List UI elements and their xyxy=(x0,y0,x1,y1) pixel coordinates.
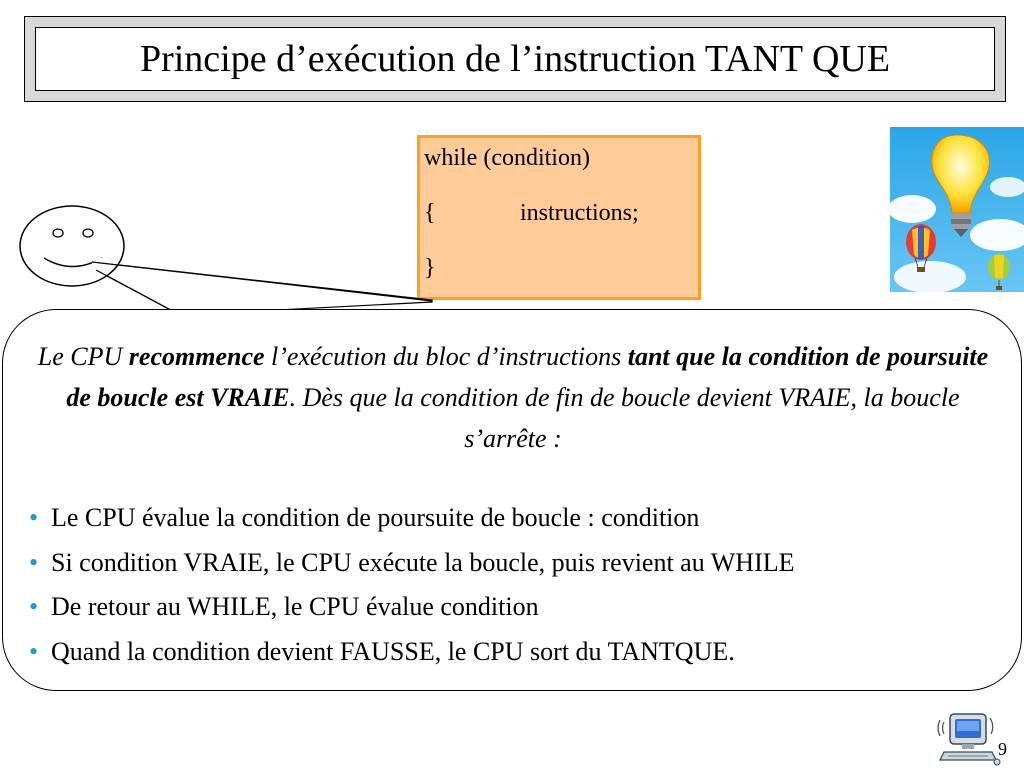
page-number: 9 xyxy=(998,739,1007,759)
bubble-text-2: l’exécution du bloc d’instructions xyxy=(264,342,628,371)
code-line-while: while (condition) xyxy=(424,145,590,171)
bubble-text-3: . Dès que la condition de fin de boucle … xyxy=(289,383,960,453)
code-instructions: instructions; xyxy=(520,200,639,226)
bullet-list: • Le CPU évalue la condition de poursuite… xyxy=(29,496,1009,674)
code-line-body: { instructions; xyxy=(424,201,698,229)
bubble-paragraph: Le CPU recommence l’exécution du bloc d’… xyxy=(25,336,1001,459)
smiley-face-icon xyxy=(19,205,433,316)
bubble-text-1: Le CPU xyxy=(37,342,129,371)
list-item: • Quand la condition devient FAUSSE, le C… xyxy=(29,630,1009,675)
bullet-dot-icon: • xyxy=(29,592,39,621)
bullet-dot-icon: • xyxy=(29,503,39,532)
list-item: • De retour au WHILE, le CPU évalue condi… xyxy=(29,585,1009,630)
slide-title: Principe d’exécution de l’instruction TA… xyxy=(139,38,891,80)
bullet-text: Quand la condition devient FAUSSE, le CP… xyxy=(51,636,735,666)
bubble-emphasis-condition: tant que la condition de poursuite de bo… xyxy=(66,342,989,412)
bubble-emphasis-recommence: recommence xyxy=(128,342,265,371)
bullet-dot-icon: • xyxy=(29,636,39,666)
code-box: while (condition) { instructions; } xyxy=(417,135,701,300)
list-item: • Si condition VRAIE, le CPU exécute la b… xyxy=(29,541,1009,586)
bullet-text: De retour au WHILE, le CPU évalue condit… xyxy=(51,592,539,621)
computer-icon xyxy=(937,713,1001,766)
list-item: • Le CPU évalue la condition de poursuite… xyxy=(29,496,1009,541)
code-open-brace: { xyxy=(424,200,436,226)
bullet-text: Le CPU évalue la condition de poursuite … xyxy=(51,503,700,532)
bullet-dot-icon: • xyxy=(29,547,39,577)
bullet-text: Si condition VRAIE, le CPU exécute la bo… xyxy=(51,547,795,577)
speech-bubble: Le CPU recommence l’exécution du bloc d’… xyxy=(2,309,1022,691)
title-frame: Principe d’exécution de l’instruction TA… xyxy=(24,16,1006,102)
lightbulb-balloons-icon xyxy=(890,127,1024,292)
code-line-close: } xyxy=(424,255,436,281)
